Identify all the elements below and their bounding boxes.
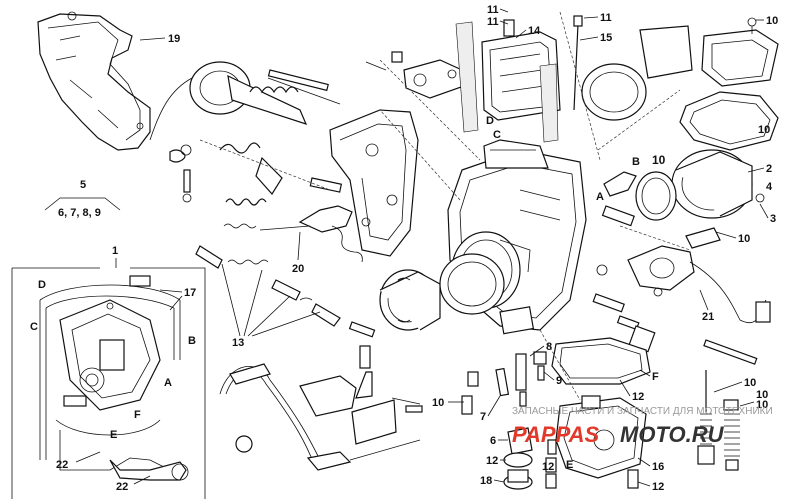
- callout-9: 9: [556, 375, 562, 387]
- callout-12-right: 12: [632, 391, 644, 403]
- adjust-screws-springs: [697, 370, 740, 471]
- callout-20: 20: [292, 263, 304, 275]
- callout-8: 8: [546, 341, 552, 353]
- part-13-jets-screws: [195, 223, 376, 338]
- part-14-vacuum-piston: [455, 19, 561, 133]
- callout-4: 4: [766, 181, 773, 193]
- callout-12-bottom-right: 12: [652, 481, 664, 493]
- watermark: ЗАПАСНЫЕ ЧАСТИ И ЗАПЧАСТИ ДЛЯ МОТОТЕХНИК…: [512, 406, 773, 447]
- part-2-intake-adapter: [635, 149, 753, 221]
- callout-10-bottom-right-c: 10: [756, 399, 768, 411]
- letter-B-inset: B: [188, 335, 196, 347]
- accelerator-pump-cable: [219, 345, 423, 471]
- letter-A-right: A: [596, 191, 604, 203]
- part-16-float-bowl: [555, 397, 647, 489]
- callout-14: 14: [528, 25, 541, 37]
- intake-rubber-boot: [379, 253, 505, 331]
- callout-11-c: 11: [600, 12, 612, 24]
- callout-15: 15: [600, 32, 612, 44]
- part-21-throttle-sensor: [627, 227, 771, 323]
- callout-21: 21: [702, 311, 714, 323]
- callout-10-bottom-right-b: 10: [756, 389, 768, 401]
- callout-3: 3: [770, 213, 776, 225]
- letter-D-inset: D: [38, 279, 46, 291]
- letter-F-inset: F: [134, 409, 141, 421]
- callout-10-topright: 10: [766, 15, 778, 27]
- callout-16: 16: [652, 461, 664, 473]
- watermark-text: ЗАПАСНЫЕ ЧАСТИ И ЗАПЧАСТИ ДЛЯ МОТОТЕХНИК…: [512, 406, 773, 417]
- callout-1: 1: [112, 245, 118, 257]
- letter-C-inset: C: [30, 321, 38, 333]
- air-intake-rings: [581, 25, 693, 121]
- letter-B-right: B: [632, 156, 640, 168]
- callout-12-bowl: 12: [542, 461, 554, 473]
- callout-12-mid: 12: [486, 455, 498, 467]
- throttle-pulley-assembly: [149, 61, 363, 263]
- watermark-logo-red: PAPPAS: [512, 422, 600, 447]
- letter-C-center: C: [493, 129, 501, 141]
- callout-11-a: 11: [487, 4, 499, 16]
- callout-6: 6: [490, 435, 496, 447]
- callout-17: 17: [184, 287, 196, 299]
- callout-10-right-mid: 10: [652, 153, 666, 167]
- choke-lever-assembly: [365, 51, 465, 99]
- callout-22-lower: 22: [56, 459, 68, 471]
- letter-D-center: D: [486, 115, 494, 127]
- callout-10-bottom-right-a: 10: [744, 377, 756, 389]
- watermark-logo-dark: MOTO.RU: [620, 422, 725, 447]
- letter-E-bowl: E: [566, 459, 573, 471]
- float-bowl-gasket: [551, 337, 651, 385]
- callout-19: 19: [168, 33, 180, 45]
- callout-10-lower-left: 10: [432, 397, 444, 409]
- center-bracket-plate: [329, 109, 419, 257]
- callout-10-right-low: 10: [738, 233, 750, 245]
- letter-A-inset: A: [164, 377, 172, 389]
- part-10-top-cover: [701, 17, 779, 87]
- letter-E-inset: E: [110, 429, 117, 441]
- callout-11-b: 11: [487, 16, 499, 28]
- diaphragm-gasket: [679, 91, 779, 151]
- callout-6789: 6, 7, 8, 9: [58, 207, 101, 219]
- jets-and-float-valve: [461, 351, 601, 490]
- callout-10-gasket: 10: [758, 124, 770, 136]
- callout-18: 18: [480, 475, 492, 487]
- inset-carburetor-assembly: [39, 275, 189, 481]
- callout-5: 5: [80, 179, 86, 191]
- callout-22-bottom: 22: [116, 481, 128, 493]
- part-15-jet-needle: [539, 15, 583, 143]
- callout-13: 13: [232, 337, 244, 349]
- callout-2: 2: [766, 163, 772, 175]
- callout-7: 7: [480, 411, 486, 423]
- part-19-cover: [37, 11, 151, 151]
- letter-F-bowl: F: [652, 371, 659, 383]
